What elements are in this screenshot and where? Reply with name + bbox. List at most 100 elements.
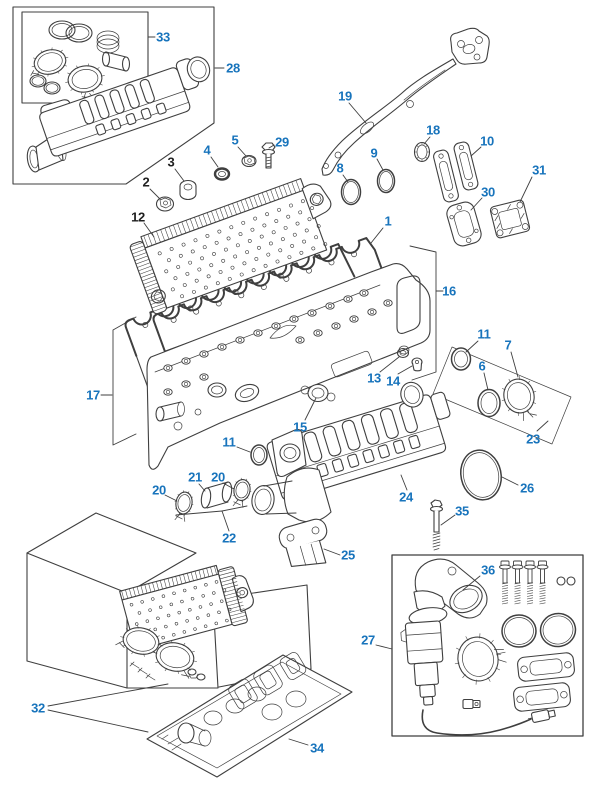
part-11-seal-ring-upper xyxy=(450,347,472,371)
part-31-flange-gasket xyxy=(489,199,531,239)
part-14-plug xyxy=(411,357,423,372)
callout-number: 7 xyxy=(505,338,512,353)
callout-11[interactable]: 11 xyxy=(465,327,491,353)
callout-12[interactable]: 12 xyxy=(131,210,155,238)
callout-number: 4 xyxy=(204,143,212,158)
v-band-clamp xyxy=(65,63,105,100)
callout-4[interactable]: 4 xyxy=(204,143,219,168)
callout-number: 2 xyxy=(143,175,150,190)
callout-number: 29 xyxy=(275,135,289,150)
coiled-ring xyxy=(96,30,120,54)
callout-number: 27 xyxy=(361,633,375,648)
callout-13[interactable]: 13 xyxy=(367,356,400,386)
part-10-gasket-a xyxy=(433,149,459,203)
hose-tube xyxy=(101,51,131,72)
callout-24[interactable]: 24 xyxy=(399,474,414,505)
callout-31[interactable]: 31 xyxy=(519,163,546,203)
part-21-hose xyxy=(200,481,233,509)
part-20-hose-clamp xyxy=(174,490,194,522)
callout-5[interactable]: 5 xyxy=(232,133,247,157)
part-1-cooler-gasket xyxy=(152,237,385,353)
callout-18[interactable]: 18 xyxy=(423,123,440,145)
callout-16[interactable]: 16 xyxy=(409,245,456,381)
callout-1[interactable]: 1 xyxy=(370,214,392,244)
callout-25[interactable]: 25 xyxy=(323,548,355,563)
callout-number: 16 xyxy=(442,284,456,299)
callout-number: 19 xyxy=(338,89,352,104)
part-5-nut xyxy=(241,154,257,168)
callout-23[interactable]: 23 xyxy=(526,420,549,447)
kit-27-gasket xyxy=(517,652,575,682)
callout-32[interactable]: 32 xyxy=(31,683,169,733)
callout-14[interactable]: 14 xyxy=(386,365,413,389)
callout-number: 11 xyxy=(222,435,235,450)
callout-20[interactable]: 20 xyxy=(211,470,235,490)
callout-36[interactable]: 36 xyxy=(462,563,495,591)
callout-2[interactable]: 2 xyxy=(143,175,161,200)
callout-number: 6 xyxy=(479,359,486,374)
kit-27-washer xyxy=(566,576,576,586)
callout-number: 34 xyxy=(310,741,325,756)
callout-number: 23 xyxy=(526,432,540,447)
callout-number: 18 xyxy=(426,123,440,138)
callout-number: 31 xyxy=(532,163,546,178)
part-10-gasket-b xyxy=(453,141,479,191)
callout-20[interactable]: 20 xyxy=(152,483,178,502)
callout-number: 9 xyxy=(371,146,378,161)
callout-number: 22 xyxy=(222,531,236,546)
callout-6[interactable]: 6 xyxy=(479,359,489,391)
kit-box-27 xyxy=(391,554,584,737)
part-26-large-o-ring xyxy=(460,449,502,501)
callout-7[interactable]: 7 xyxy=(505,338,519,378)
part-20-hose-clamp xyxy=(232,477,252,508)
callout-number: 33 xyxy=(156,30,170,45)
callout-number: 20 xyxy=(152,483,166,498)
callout-number: 26 xyxy=(520,481,534,496)
kit-32-clamp xyxy=(115,625,162,657)
part-8-o-ring xyxy=(340,178,362,206)
callout-29[interactable]: 29 xyxy=(268,135,289,150)
callout-number: 5 xyxy=(232,133,239,148)
callout-8[interactable]: 8 xyxy=(337,161,349,183)
callout-10[interactable]: 10 xyxy=(470,134,494,157)
kit-27-o-ring xyxy=(501,614,537,648)
callout-33[interactable]: 33 xyxy=(147,30,170,45)
callout-number: 21 xyxy=(188,470,202,485)
callout-22[interactable]: 22 xyxy=(175,505,248,546)
kit-27-bolts xyxy=(499,560,549,605)
callout-3[interactable]: 3 xyxy=(168,155,185,182)
part-2-nut xyxy=(155,196,175,212)
callout-number: 32 xyxy=(31,701,45,716)
part-7-v-band-clamp xyxy=(501,376,537,422)
kit-33-contents xyxy=(29,20,131,100)
kit-27-o-ring xyxy=(539,612,577,648)
part-13-seal xyxy=(396,347,410,359)
kit-32-bolts xyxy=(129,661,206,681)
callout-27[interactable]: 27 xyxy=(361,633,393,650)
egr-cooler-in-kit-28 xyxy=(26,56,211,173)
callout-11[interactable]: 11 xyxy=(222,435,251,453)
callout-21[interactable]: 21 xyxy=(188,470,206,492)
part-3-bushing xyxy=(179,179,197,200)
kit-32-clamp xyxy=(153,640,197,679)
callout-30[interactable]: 30 xyxy=(470,185,495,211)
callout-number: 8 xyxy=(337,161,344,176)
callout-35[interactable]: 35 xyxy=(440,504,469,526)
kit-27-fitting xyxy=(462,698,481,710)
callout-19[interactable]: 19 xyxy=(338,89,367,124)
sheet-tube-gasket xyxy=(177,722,212,747)
callout-17[interactable]: 17 xyxy=(86,316,137,446)
callout-9[interactable]: 9 xyxy=(371,146,384,171)
part-30-gasket xyxy=(446,201,482,247)
cooler-inlet-tube xyxy=(251,480,297,515)
housing-tube-port xyxy=(155,401,185,422)
callout-number: 10 xyxy=(480,134,494,149)
part-15-outlet-flange xyxy=(300,383,336,403)
callout-number: 14 xyxy=(386,374,401,389)
callout-28[interactable]: 28 xyxy=(214,61,240,76)
callout-26[interactable]: 26 xyxy=(501,476,534,496)
callout-34[interactable]: 34 xyxy=(288,738,325,756)
callout-number: 20 xyxy=(211,470,225,485)
callout-15[interactable]: 15 xyxy=(293,397,317,435)
part-11-seal-ring-lower xyxy=(250,444,268,466)
